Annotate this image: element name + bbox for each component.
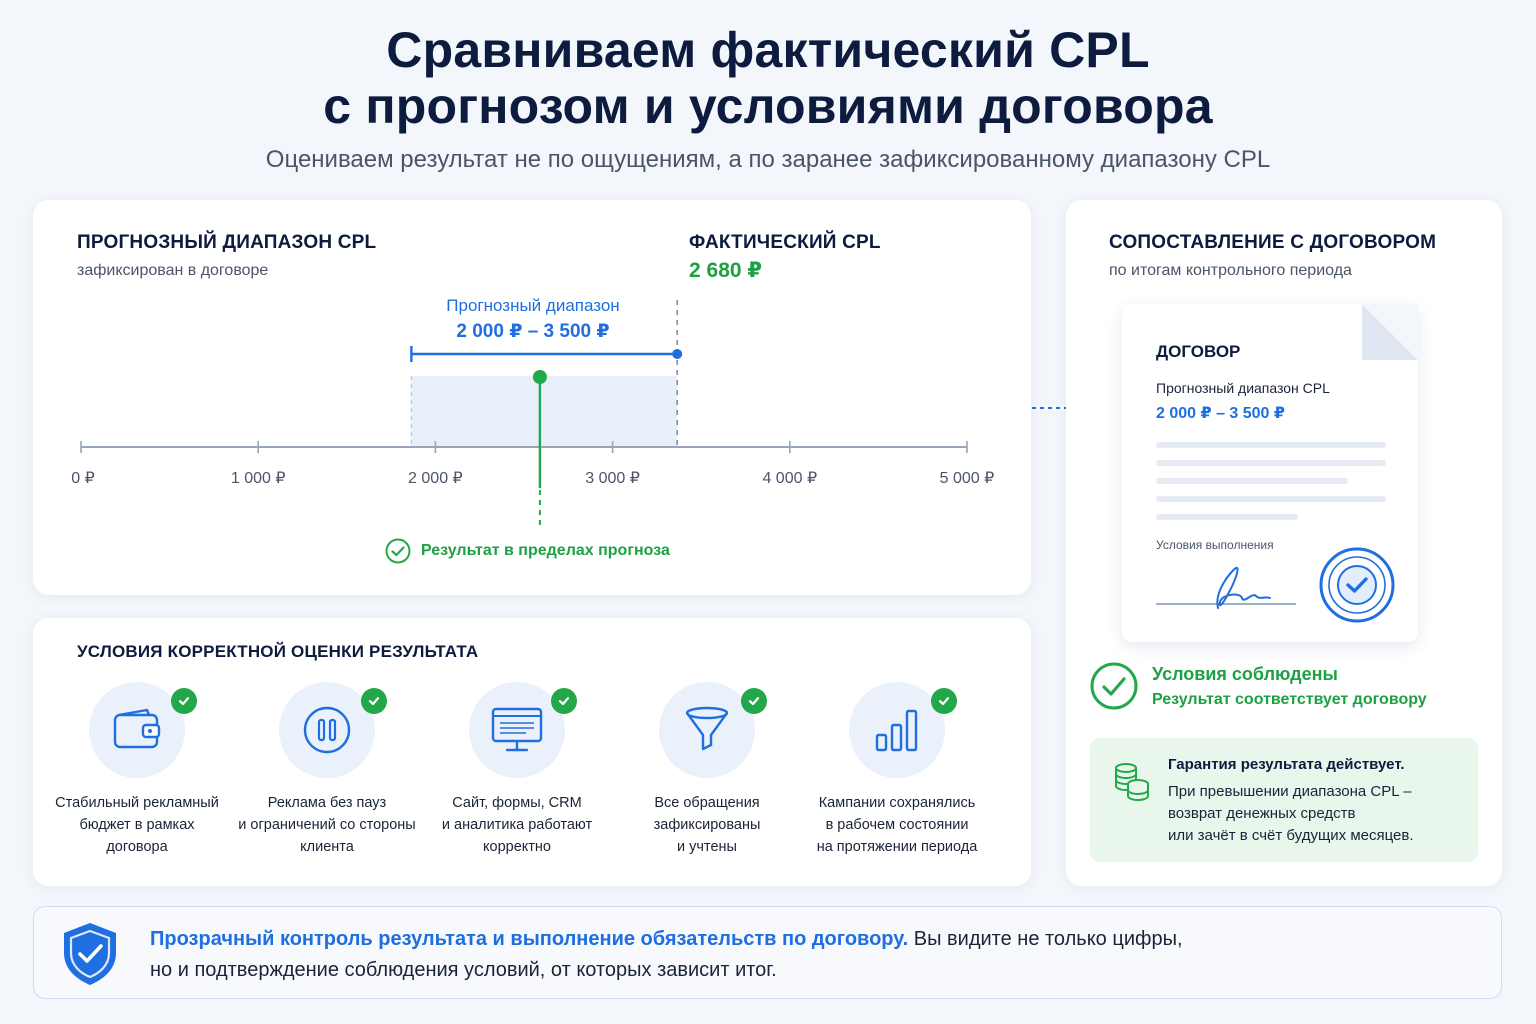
- contract-document: ДОГОВОР Прогнозный диапазон CPL 2 000 ₽ …: [1122, 304, 1418, 642]
- shield-check-icon: [64, 923, 116, 985]
- x-tick-label: 1 000 ₽: [230, 470, 286, 487]
- funnel-icon: [685, 706, 729, 751]
- doc-text-line: [1156, 460, 1386, 466]
- condition-text: Все обращения зафиксированы и учтены: [653, 795, 761, 855]
- contract-note: по итогам контрольного периода: [1109, 262, 1352, 279]
- page-fold-icon: [1362, 304, 1418, 360]
- doc-range-label: Прогнозный диапазон CPL: [1156, 380, 1330, 396]
- banner-text: Прозрачный контроль результата и выполне…: [150, 924, 1183, 986]
- forecast-range-area: [411, 376, 678, 447]
- guarantee-line-3: или зачёт в счёт будущих месяцев.: [1168, 827, 1414, 844]
- result-status-text: Результат в пределах прогноза: [421, 542, 670, 559]
- condition-item-no-pauses: Реклама без пауз и ограничений со сторон…: [232, 682, 422, 858]
- title-line-2: с прогнозом и условиями договора: [323, 78, 1213, 134]
- transparency-banner: Прозрачный контроль результата и выполне…: [33, 906, 1502, 999]
- condition-item-analytics: Сайт, формы, CRM и аналитика работают ко…: [422, 682, 612, 858]
- contract-status: Условия соблюдены Результат соответствуе…: [1090, 662, 1427, 710]
- actual-cpl-point: [532, 370, 547, 384]
- check-badge-icon: [171, 688, 197, 714]
- condition-text: Реклама без пауз и ограничений со сторон…: [238, 795, 416, 855]
- contract-card: СОПОСТАВЛЕНИЕ С ДОГОВОРОМ по итогам конт…: [1066, 200, 1502, 886]
- guarantee-line-2: возврат денежных средств: [1168, 805, 1356, 822]
- range-label: Прогнозный диапазон: [446, 296, 620, 315]
- doc-text-line: [1156, 514, 1298, 520]
- doc-text-line: [1156, 478, 1348, 484]
- title-line-1: Сравниваем фактический CPL: [386, 22, 1150, 78]
- condition-item-budget: Стабильный рекламный бюджет в рамках дог…: [42, 682, 232, 858]
- signature-icon: [1156, 566, 1296, 609]
- doc-title: ДОГОВОР: [1156, 342, 1241, 361]
- x-tick-label: 5 000 ₽: [939, 470, 995, 487]
- wallet-icon: [113, 708, 161, 749]
- guarantee-box: Гарантия результата действует. При превы…: [1090, 738, 1478, 862]
- guarantee-text: При превышении диапазона CPL – возврат д…: [1168, 781, 1414, 847]
- pause-icon: [303, 706, 351, 754]
- conditions-heading: УСЛОВИЯ КОРРЕКТНОЙ ОЦЕНКИ РЕЗУЛЬТАТА: [77, 642, 479, 661]
- forecast-note: зафиксирован в договоре: [77, 262, 269, 279]
- status-subtitle: Результат соответствует договору: [1152, 690, 1427, 708]
- banner-text-2: но и подтверждение соблюдения условий, о…: [150, 959, 777, 981]
- coins-icon: [1115, 763, 1149, 802]
- check-circle-icon: [1090, 662, 1138, 710]
- condition-text: Стабильный рекламный бюджет в рамках дог…: [55, 795, 219, 855]
- cpl-chart-card: ПРОГНОЗНЫЙ ДИАПАЗОН CPL зафиксирован в д…: [33, 200, 1031, 595]
- approved-seal-icon: [1319, 547, 1395, 623]
- page-title: Сравниваем фактический CPL с прогнозом и…: [0, 22, 1536, 134]
- check-badge-icon: [741, 688, 767, 714]
- guarantee-line-1: При превышении диапазона CPL –: [1168, 783, 1412, 800]
- condition-text: Кампании сохранялись в рабочем состоянии…: [816, 795, 978, 855]
- monitor-icon: [491, 707, 543, 752]
- forecast-heading: ПРОГНОЗНЫЙ ДИАПАЗОН CPL: [77, 232, 377, 253]
- banner-bold: Прозрачный контроль результата и выполне…: [150, 928, 909, 950]
- conditions-card: УСЛОВИЯ КОРРЕКТНОЙ ОЦЕНКИ РЕЗУЛЬТАТА Ста…: [33, 618, 1031, 886]
- actual-heading: ФАКТИЧЕСКИЙ CPL: [689, 232, 881, 253]
- condition-item-campaigns: Кампании сохранялись в рабочем состоянии…: [802, 682, 992, 858]
- range-bracket-right-cap: [672, 349, 683, 359]
- actual-cpl-value: 2 680 ₽: [689, 259, 762, 282]
- check-badge-icon: [551, 688, 577, 714]
- contract-heading: СОПОСТАВЛЕНИЕ С ДОГОВОРОМ: [1109, 232, 1437, 253]
- x-tick-label: 4 000 ₽: [762, 470, 818, 487]
- guarantee-title: Гарантия результата действует.: [1168, 756, 1405, 773]
- range-value: 2 000 ₽ – 3 500 ₽: [456, 321, 610, 342]
- bar-chart-icon: [875, 709, 918, 752]
- doc-conditions-label: Условия выполнения: [1156, 538, 1274, 552]
- page-subtitle: Оцениваем результат не по ощущениям, а п…: [265, 146, 1271, 173]
- check-badge-icon: [931, 688, 957, 714]
- condition-text: Сайт, формы, CRM и аналитика работают ко…: [441, 795, 593, 855]
- doc-text-line: [1156, 496, 1386, 502]
- x-tick-label: 0 ₽: [71, 470, 95, 487]
- condition-item-leads: Все обращения зафиксированы и учтены: [612, 682, 802, 858]
- x-tick-label: 3 000 ₽: [585, 470, 640, 487]
- doc-range-value: 2 000 ₽ – 3 500 ₽: [1156, 405, 1286, 422]
- banner-text-1: Вы видите не только цифры,: [908, 928, 1183, 950]
- check-circle-icon: [385, 538, 411, 564]
- status-title: Условия соблюдены: [1152, 663, 1338, 684]
- result-status: Результат в пределах прогноза: [385, 538, 670, 564]
- check-badge-icon: [361, 688, 387, 714]
- x-tick-label: 2 000 ₽: [408, 470, 463, 487]
- cpl-range-chart: [80, 300, 968, 526]
- doc-text-line: [1156, 442, 1386, 448]
